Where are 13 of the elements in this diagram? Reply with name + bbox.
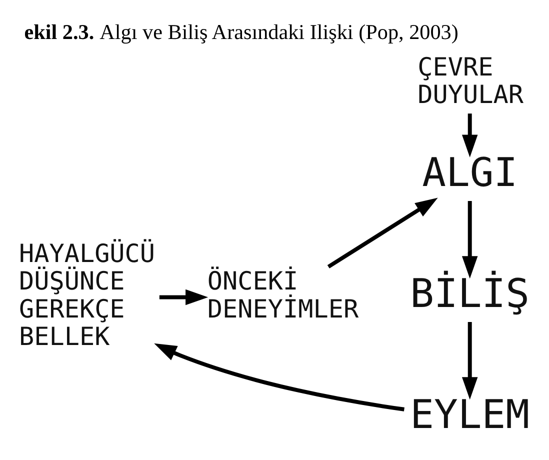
node-text: EYLEM: [410, 392, 530, 438]
node-text: HAYALGÜCÜ DÜŞÜNCE GEREKÇE BELLEK: [18, 238, 156, 351]
node-text: ÇEVRE DUYULAR: [418, 52, 524, 109]
node-text: ÖNCEKİ DENEYİMLER: [207, 266, 359, 323]
arrow: [462, 113, 478, 157]
node-text: ALGI: [422, 150, 518, 196]
arrow: [327, 197, 438, 268]
node-text: BİLİŞ: [410, 270, 530, 317]
arrow: [159, 288, 208, 305]
arrow: [462, 321, 478, 400]
diagram-title: ekil 2.3. Algı ve Biliş Arasındaki Ilişki (Pop, 2003): [24, 20, 458, 44]
arrow: [462, 200, 478, 278]
arrow: [154, 342, 404, 411]
